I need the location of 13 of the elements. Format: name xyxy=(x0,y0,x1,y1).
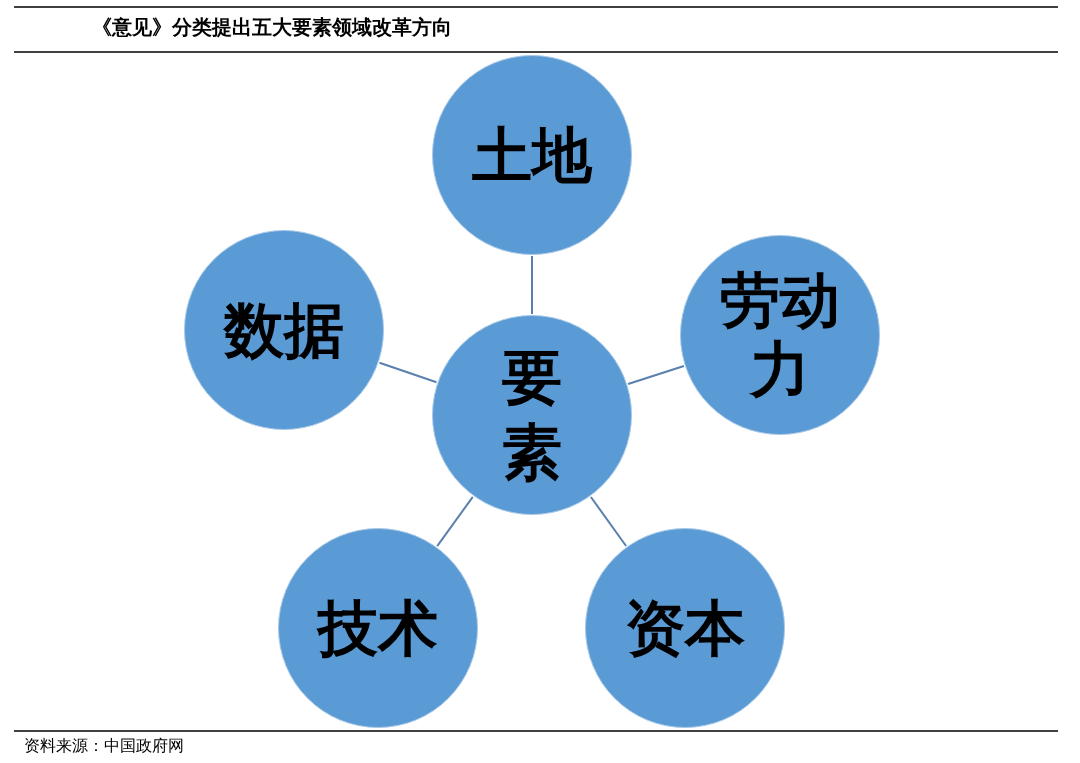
source-note: 资料来源：中国政府网 xyxy=(24,736,184,757)
node-label: 要素 xyxy=(502,341,562,489)
node-label: 劳动力 xyxy=(720,266,840,404)
node-label: 资本 xyxy=(625,593,745,663)
connector-line xyxy=(589,496,628,547)
chart-title: 《意见》分类提出五大要素领域改革方向 xyxy=(92,14,452,41)
connector-line xyxy=(627,365,685,385)
connector-line xyxy=(378,361,438,384)
connector-line xyxy=(531,255,533,315)
node-label: 土地 xyxy=(472,120,592,190)
connector-line xyxy=(436,495,474,548)
node-label: 数据 xyxy=(224,295,344,365)
node-label: 技术 xyxy=(318,593,438,663)
